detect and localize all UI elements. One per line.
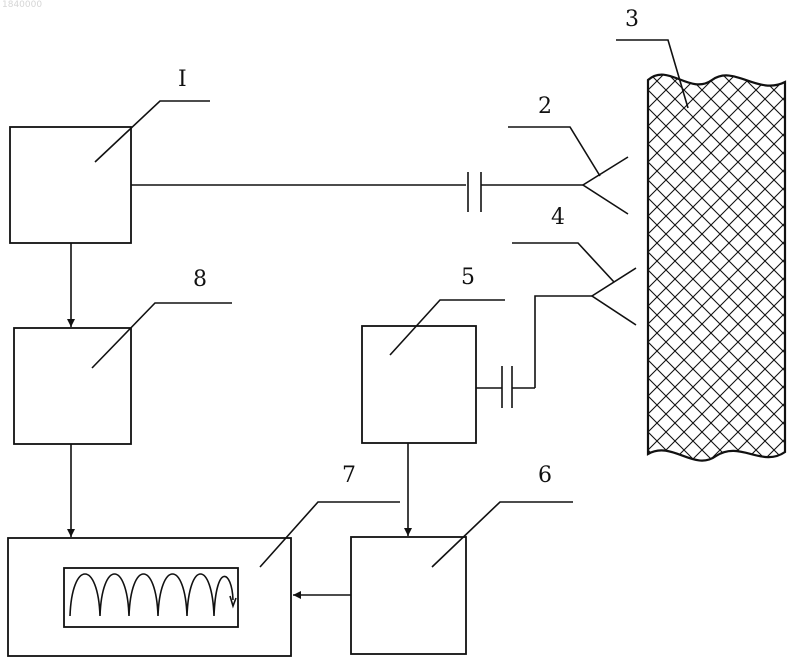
block-5 xyxy=(362,326,476,443)
label-block-5: 5 xyxy=(461,265,475,290)
label-block-8: 8 xyxy=(193,267,207,292)
leader-antenna2 xyxy=(508,127,600,176)
label-block-6: 6 xyxy=(538,463,552,488)
label-block-7: 7 xyxy=(342,463,356,488)
medium-slab xyxy=(648,75,785,461)
leader-antenna4 xyxy=(512,243,614,282)
line-antenna4-to-coupling2 xyxy=(535,296,592,388)
label-medium-3: 3 xyxy=(625,7,639,32)
label-block-1: I xyxy=(178,67,187,92)
label-antenna-2: 2 xyxy=(538,94,552,119)
antenna-4 xyxy=(592,268,636,325)
block-6 xyxy=(351,537,466,654)
antenna-2 xyxy=(583,157,628,214)
label-antenna-4: 4 xyxy=(551,205,565,230)
